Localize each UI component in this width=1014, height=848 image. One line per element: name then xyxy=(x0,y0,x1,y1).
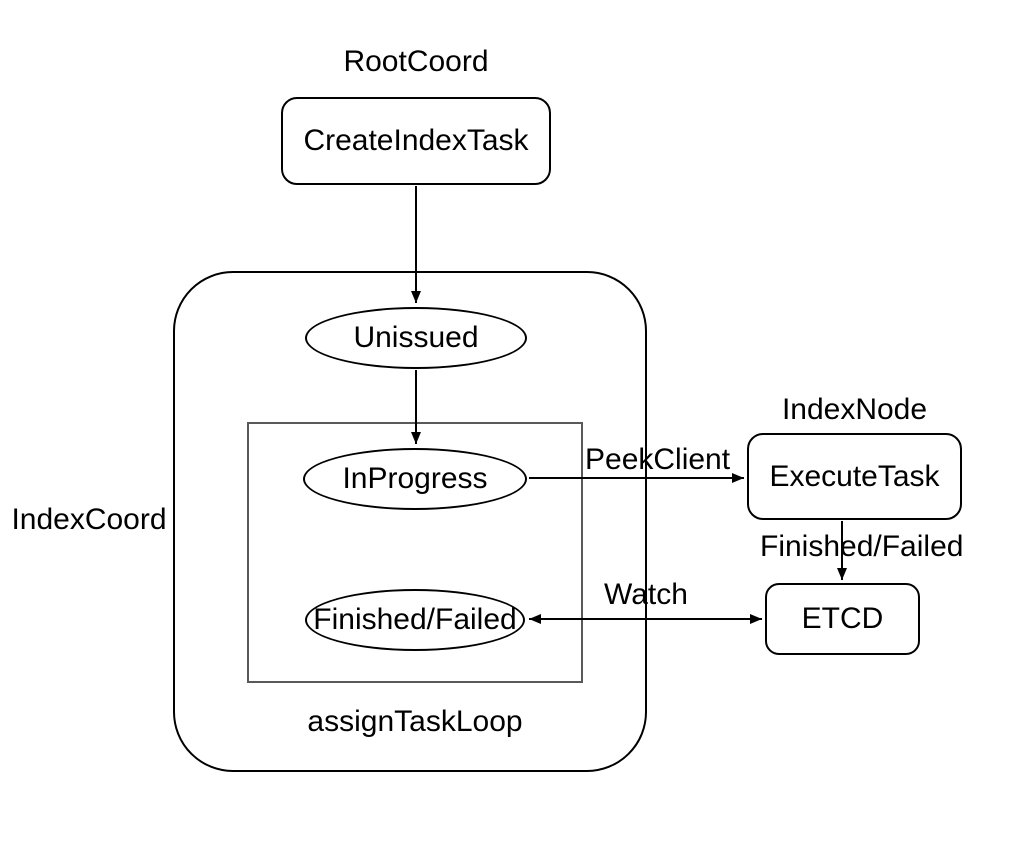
index-coord-group-label: IndexCoord xyxy=(11,503,167,536)
node-etcd: ETCD xyxy=(765,583,920,655)
node-create-index-task: CreateIndexTask xyxy=(281,97,551,185)
node-execute-task-label: ExecuteTask xyxy=(769,459,940,493)
node-unissued-label: Unissued xyxy=(353,321,479,354)
node-unissued: Unissued xyxy=(305,307,527,369)
node-finished-failed-label: Finished/Failed xyxy=(313,603,517,636)
root-coord-group-label: RootCoord xyxy=(343,45,489,78)
node-create-index-task-label: CreateIndexTask xyxy=(303,124,529,157)
node-in-progress-label: InProgress xyxy=(342,462,488,495)
edge-label-peek-client: PeekClient xyxy=(585,443,731,476)
node-etcd-label: ETCD xyxy=(801,602,884,635)
assign-task-loop-label: assignTaskLoop xyxy=(307,705,523,738)
edge-label-watch: Watch xyxy=(604,578,688,611)
index-node-group-label: IndexNode xyxy=(781,393,928,426)
node-execute-task: ExecuteTask xyxy=(747,433,962,520)
node-finished-failed: Finished/Failed xyxy=(305,589,525,651)
edge-label-finished-failed: Finished/Failed xyxy=(760,530,964,563)
node-in-progress: InProgress xyxy=(303,448,527,510)
